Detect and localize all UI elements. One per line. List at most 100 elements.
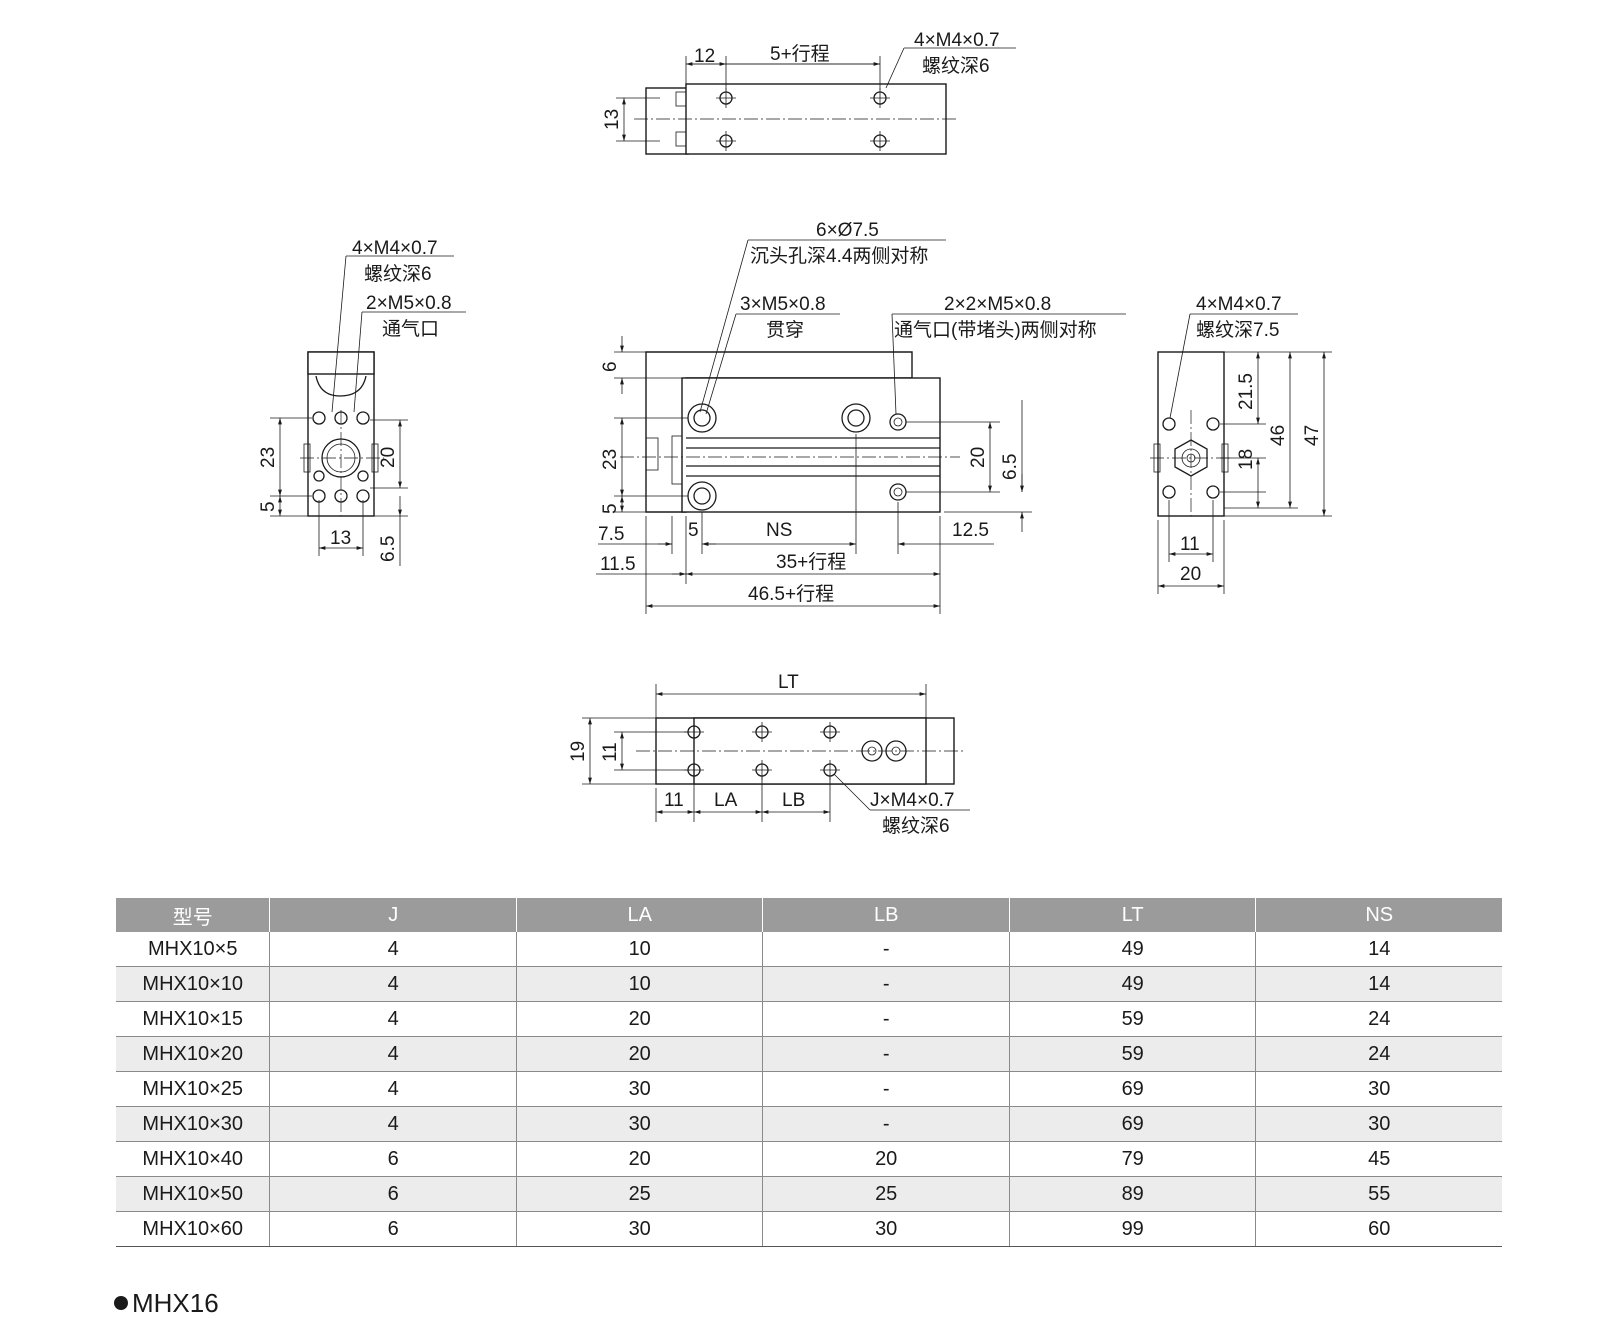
dim-47-vertical: 47 — [1302, 425, 1323, 446]
dim-6-5-vertical: 6.5 — [1000, 454, 1021, 480]
table-cell: 99 — [1009, 1211, 1257, 1247]
table-cell: 10 — [516, 932, 764, 967]
tapped-hole — [1162, 417, 1220, 499]
table-cell: 10 — [516, 966, 764, 1002]
dim-46-vertical: 46 — [1268, 425, 1289, 446]
table-cell: 25 — [762, 1176, 1010, 1212]
table-cell: 30 — [516, 1071, 764, 1107]
thread-callout-line2: 螺纹深6 — [364, 263, 432, 285]
table-cell: 79 — [1009, 1141, 1257, 1177]
table-cell: 30 — [1255, 1071, 1502, 1107]
table-cell: 49 — [1009, 966, 1257, 1002]
dim-11-5: 11.5 — [600, 554, 636, 575]
bottom-view: LT 19 11 11 LA LB J×M4×0.7 螺纹深6 — [568, 672, 970, 837]
right-view: 21.5 18 46 47 11 20 4×M4×0.7 螺纹深7.5 — [1150, 294, 1332, 594]
table-cell: 30 — [516, 1106, 764, 1142]
column-header: LB — [762, 898, 1010, 932]
table-cell: 6 — [269, 1176, 517, 1212]
dim-ns: NS — [766, 520, 792, 541]
dim-lb: LB — [782, 790, 805, 811]
table-cell: 6 — [269, 1211, 517, 1247]
table-cell: 14 — [1255, 932, 1502, 967]
thread-callout-line2: 螺纹深6 — [922, 55, 990, 77]
table-cell: 89 — [1009, 1176, 1257, 1212]
dim-13-vertical: 13 — [602, 109, 623, 130]
table-cell: 4 — [269, 1071, 517, 1107]
column-header: LA — [516, 898, 764, 932]
table-cell: MHX10×60 — [116, 1211, 271, 1247]
dim-21-5-vertical: 21.5 — [1236, 373, 1257, 410]
top-view: 12 5+行程 13 4×M4×0.7 螺纹深6 — [602, 30, 1016, 155]
table-cell: 30 — [762, 1211, 1010, 1247]
table-cell: MHX10×50 — [116, 1176, 271, 1212]
table-cell: 4 — [269, 1001, 517, 1037]
table-cell: MHX10×20 — [116, 1036, 271, 1072]
table-cell: 30 — [516, 1211, 764, 1247]
dim-12-5: 12.5 — [952, 520, 989, 541]
table-cell: 59 — [1009, 1001, 1257, 1037]
dim-23-vertical: 23 — [258, 447, 279, 468]
table-cell: MHX10×10 — [116, 966, 271, 1002]
port-hole — [861, 740, 907, 762]
table-cell: 20 — [516, 1141, 764, 1177]
section-title: MHX16 — [132, 1288, 219, 1318]
table-cell: 60 — [1255, 1211, 1502, 1247]
table-cell: 24 — [1255, 1001, 1502, 1037]
port-callout-line2: 通气口 — [382, 318, 439, 340]
table-cell: MHX10×30 — [116, 1106, 271, 1142]
left-view: 23 5 20 6.5 13 4×M4×0.7 螺纹深6 2×M5×0.8 通气… — [258, 238, 466, 566]
through-callout-line1: 3×M5×0.8 — [740, 294, 826, 315]
dim-35-stroke: 35+行程 — [776, 551, 846, 573]
table-cell: - — [762, 1001, 1010, 1037]
table-cell: 4 — [269, 966, 517, 1002]
table-cell: 4 — [269, 932, 517, 967]
dim-18-vertical: 18 — [1236, 449, 1257, 470]
thread-callout-line1: 4×M4×0.7 — [352, 238, 438, 259]
dim-6-5-vertical: 6.5 — [378, 536, 399, 562]
thread-callout-line2: 螺纹深7.5 — [1196, 319, 1279, 341]
dim-5-horizontal: 5 — [688, 520, 699, 541]
dim-11-vertical: 11 — [600, 742, 621, 762]
port-callout-line1: 2×2×M5×0.8 — [944, 294, 1051, 315]
table-cell: 4 — [269, 1106, 517, 1142]
dim-la: LA — [714, 790, 738, 811]
table-cell: MHX10×15 — [116, 1001, 271, 1037]
column-header: 型号 — [116, 898, 271, 932]
table-cell: 30 — [1255, 1106, 1502, 1142]
table-cell: 20 — [516, 1036, 764, 1072]
column-header: NS — [1255, 898, 1502, 932]
port-callout-line2: 通气口(带堵头)两侧对称 — [894, 319, 1097, 341]
bullet-dot — [114, 1296, 128, 1311]
dim-20-vertical: 20 — [968, 447, 989, 468]
thread-callout-line1: J×M4×0.7 — [870, 790, 955, 811]
table-cell: 24 — [1255, 1036, 1502, 1072]
column-header: J — [269, 898, 517, 932]
thread-callout-line2: 螺纹深6 — [882, 815, 950, 837]
table-cell: - — [762, 1106, 1010, 1142]
technical-drawing: 12 5+行程 13 4×M4×0.7 螺纹深6 23 5 — [258, 30, 1332, 837]
table-cell: - — [762, 1036, 1010, 1072]
table-cell: 45 — [1255, 1141, 1502, 1177]
table-cell: MHX10×5 — [116, 932, 271, 967]
dim-23-vertical: 23 — [600, 449, 621, 470]
table-cell: MHX10×40 — [116, 1141, 271, 1177]
column-header: LT — [1009, 898, 1257, 932]
table-cell: 69 — [1009, 1106, 1257, 1142]
thread-callout-line1: 4×M4×0.7 — [914, 30, 1000, 51]
counterbore-callout-line1: 6×Ø7.5 — [816, 220, 879, 241]
dim-20-vertical: 20 — [378, 447, 399, 468]
dim-5-vertical: 5 — [600, 503, 621, 514]
dim-stroke: 5+行程 — [770, 43, 830, 65]
dim-lt: LT — [778, 672, 799, 693]
through-callout-line2: 贯穿 — [766, 319, 804, 341]
dim-46-5-stroke: 46.5+行程 — [748, 583, 834, 605]
table-cell: 14 — [1255, 966, 1502, 1002]
